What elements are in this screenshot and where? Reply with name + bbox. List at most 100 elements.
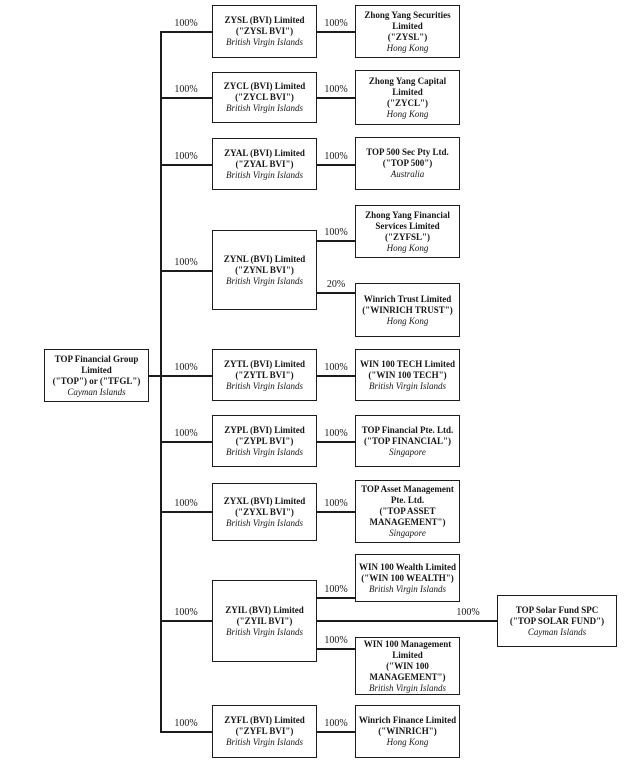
connector-line [317,97,355,99]
entity-name: Zhong Yang Securities Limited [364,9,451,31]
entity-name: TOP Financial Pte. Ltd. [361,424,454,435]
connector-line [160,731,212,733]
entity-jurisdiction: British Virgin Islands [225,275,303,286]
connector-line [317,511,355,513]
connector-line [317,240,355,242]
node-zyfl-bvi: ZYFL (BVI) Limited ("ZYFL BVI") British … [212,705,317,758]
node-zhong-yang-securities: Zhong Yang Securities Limited ("ZYSL") H… [355,5,460,58]
ownership-pct: 100% [456,607,480,618]
entity-alias: ("ZYAL BVI") [235,158,294,169]
entity-name: WIN 100 TECH Limited [359,358,456,369]
entity-jurisdiction: Australia [390,169,425,179]
entity-jurisdiction: Cayman Islands [67,386,126,397]
entity-jurisdiction: Singapore [389,446,426,457]
entity-alias: ("WINRICH") [378,726,437,736]
ownership-pct: 100% [174,257,198,268]
entity-alias: ("WIN 100 MANAGEMENT") [369,660,446,682]
entity-alias: ("TOP SOLAR FUND") [509,615,605,626]
node-zyfsl: Zhong Yang Financial Services Limited ("… [355,205,460,258]
connector-line [317,375,355,377]
connector-line [317,292,355,294]
entity-name: Winrich Trust Limited [363,293,452,304]
node-top-asset-management: TOP Asset Management Pte. Ltd. ("TOP ASS… [355,480,460,543]
entity-alias: ("ZYCL BVI") [235,92,294,102]
entity-name: Zhong Yang Capital Limited [368,75,447,97]
entity-name: ZYXL (BVI) Limited [223,495,306,506]
connector-line [160,441,212,443]
entity-name: ZYFL (BVI) Limited [224,715,305,725]
node-top-financial-group: TOP Financial Group Limited ("TOP") or (… [44,349,149,402]
node-winrich-finance: Winrich Finance Limited ("WINRICH") Hong… [355,705,460,758]
entity-alias: ("ZYFL BVI") [235,726,294,736]
entity-alias: ("ZYPL BVI") [235,435,294,446]
entity-alias: ("WINRICH TRUST") [362,304,453,315]
ownership-pct: 100% [174,498,198,509]
node-zyxl-bvi: ZYXL (BVI) Limited ("ZYXL BVI") British … [212,483,317,541]
node-zhong-yang-capital: Zhong Yang Capital Limited ("ZYCL") Hong… [355,70,460,125]
connector-line [317,648,355,650]
ownership-pct: 100% [324,635,348,646]
node-zyal-bvi: ZYAL (BVI) Limited ("ZYAL BVI") British … [212,138,317,190]
entity-name: ZYCL (BVI) Limited [223,81,306,91]
connector-line [317,620,497,622]
entity-jurisdiction: British Virgin Islands [225,169,303,180]
entity-alias: ("ZYSL BVI") [235,26,294,36]
node-zyil-bvi: ZYIL (BVI) Limited ("ZYIL BVI") British … [212,580,317,662]
entity-jurisdiction: Hong Kong [386,737,429,747]
connector-line [160,270,212,272]
entity-alias: ("ZYFSL") [385,231,430,242]
entity-jurisdiction: Hong Kong [386,242,429,253]
entity-jurisdiction: Hong Kong [386,42,429,53]
node-win100-management: WIN 100 Management Limited ("WIN 100 MAN… [355,637,460,695]
ownership-pct: 100% [324,84,348,95]
ownership-pct: 100% [324,18,348,29]
entity-jurisdiction: Hong Kong [386,108,429,119]
entity-alias: ("ZYNL BVI") [235,264,294,275]
connector-line [317,164,355,166]
node-winrich-trust: Winrich Trust Limited ("WINRICH TRUST") … [355,283,460,337]
entity-alias: ("ZYCL") [387,97,428,108]
entity-name: WIN 100 Management Limited [363,638,452,660]
node-top-solar-fund: TOP Solar Fund SPC ("TOP SOLAR FUND") Ca… [497,595,617,647]
connector-line [317,31,355,33]
entity-jurisdiction: British Virgin Islands [368,380,446,391]
entity-alias: ("WIN 100 WEALTH") [361,572,454,583]
ownership-pct: 100% [324,151,348,162]
entity-alias: ("ZYIL BVI") [236,615,293,626]
entity-alias: ("TOP FINANCIAL") [363,435,452,446]
node-zynl-bvi: ZYNL (BVI) Limited ("ZYNL BVI") British … [212,230,317,310]
entity-jurisdiction: British Virgin Islands [225,626,303,637]
ownership-pct: 20% [326,279,346,290]
ownership-pct: 100% [174,428,198,439]
ownership-pct: 100% [324,227,348,238]
ownership-pct: 100% [324,718,348,729]
entity-jurisdiction: British Virgin Islands [225,103,303,113]
entity-name: ZYNL (BVI) Limited [223,253,306,264]
node-win100-tech: WIN 100 TECH Limited ("WIN 100 TECH") Br… [355,349,460,401]
entity-alias: ("ZYTL BVI") [235,369,294,380]
connector-trunk-line [160,31,162,731]
ownership-pct: 100% [324,584,348,595]
node-zypl-bvi: ZYPL (BVI) Limited ("ZYPL BVI") British … [212,415,317,467]
entity-alias: ("ZYSL") [387,31,428,42]
entity-name: WIN 100 Wealth Limited [358,561,457,572]
entity-jurisdiction: British Virgin Islands [225,737,303,747]
ownership-pct: 100% [324,498,348,509]
connector-line [317,441,355,443]
connector-line [317,597,355,599]
entity-name: ZYIL (BVI) Limited [225,604,304,615]
connector-line [160,511,212,513]
entity-jurisdiction: British Virgin Islands [368,682,446,693]
node-zycl-bvi: ZYCL (BVI) Limited ("ZYCL BVI") British … [212,72,317,123]
entity-name: ZYTL (BVI) Limited [223,358,305,369]
entity-jurisdiction: Hong Kong [386,315,429,326]
connector-line [160,620,212,622]
connector-line [160,164,212,166]
entity-jurisdiction: British Virgin Islands [368,583,446,594]
node-zytl-bvi: ZYTL (BVI) Limited ("ZYTL BVI") British … [212,349,317,401]
ownership-pct: 100% [324,428,348,439]
ownership-pct: 100% [174,607,198,618]
entity-alias: ("TOP ASSET MANAGEMENT") [369,506,446,527]
entity-name: TOP Solar Fund SPC [515,604,599,615]
